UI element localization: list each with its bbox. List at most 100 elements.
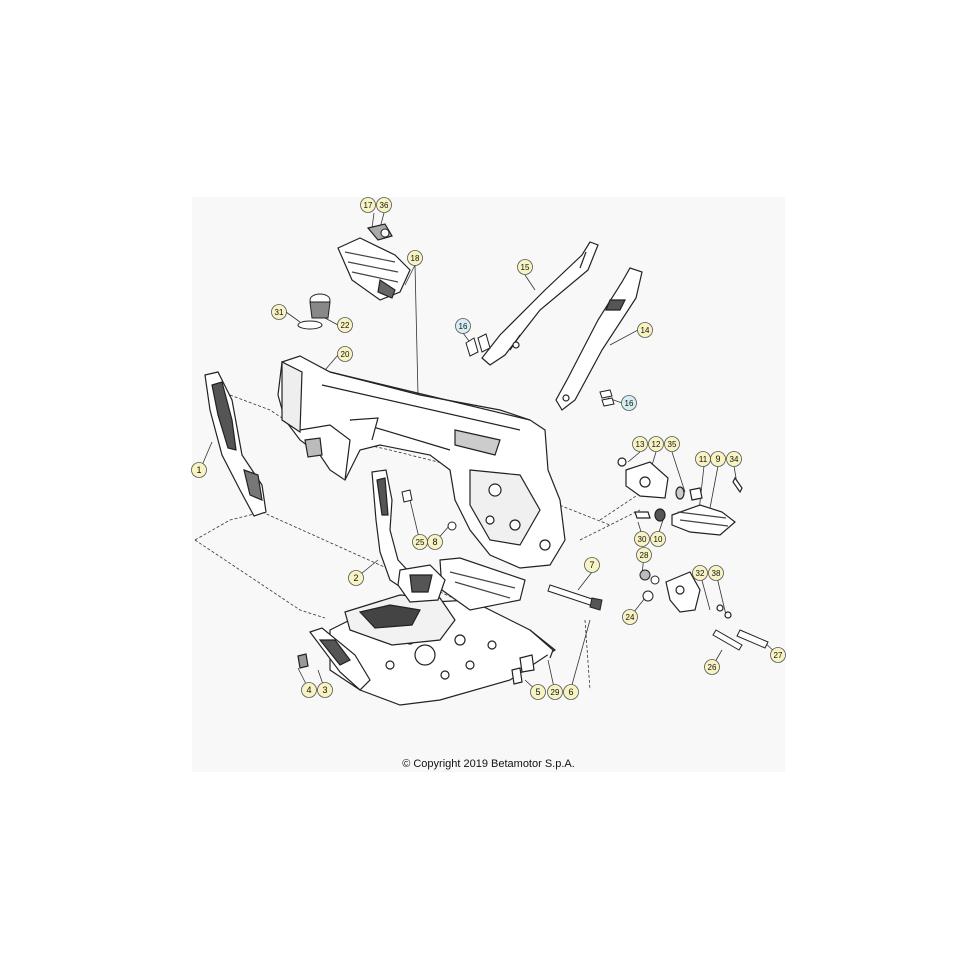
- callout-35: 35: [664, 436, 680, 452]
- subframe-rail-15: [481, 241, 599, 366]
- callout-circle: [621, 395, 637, 411]
- callout-1: 1: [191, 462, 207, 478]
- footpeg-left: [337, 223, 411, 301]
- callout-circle: [337, 317, 353, 333]
- callout-circle: [407, 250, 423, 266]
- callout-number: 28: [640, 551, 649, 560]
- callout-27: 27: [770, 647, 786, 663]
- callout-circle: [517, 259, 533, 275]
- callout-number: 31: [275, 308, 284, 317]
- callout-13: 13: [632, 436, 648, 452]
- subframe-rail-14: [555, 267, 643, 411]
- callout-number: 22: [341, 321, 350, 330]
- callout-7: 7: [584, 557, 600, 573]
- callout-20: 20: [337, 346, 353, 362]
- callout-number: 6: [568, 687, 573, 697]
- callout-number: 11: [699, 455, 708, 464]
- copyright-text: © Copyright 2019 Betamotor S.p.A.: [402, 758, 575, 770]
- callout-circle: [632, 436, 648, 452]
- long-bolts: [547, 569, 769, 651]
- callout-number: 8: [432, 537, 437, 547]
- callout-circle: [726, 451, 742, 467]
- callout-2: 2: [348, 570, 364, 586]
- callout-number: 12: [652, 440, 661, 449]
- callout-circle: [648, 436, 664, 452]
- callout-number: 34: [730, 455, 739, 464]
- callout-circle: [317, 682, 333, 698]
- callout-29: 29: [547, 684, 563, 700]
- callout-number: 18: [411, 254, 420, 263]
- callout-circle: [455, 318, 471, 334]
- callout-36: 36: [376, 197, 392, 213]
- callout-circle: [622, 609, 638, 625]
- callout-38: 38: [708, 565, 724, 581]
- skid-plate: [297, 557, 557, 706]
- callout-34: 34: [726, 451, 742, 467]
- callout-31: 31: [271, 304, 287, 320]
- callout-circle: [708, 565, 724, 581]
- callout-number: 16: [459, 322, 468, 331]
- callout-26: 26: [704, 659, 720, 675]
- callout-30: 30: [634, 531, 650, 547]
- callout-number: 17: [364, 201, 373, 210]
- callout-4: 4: [301, 682, 317, 698]
- callout-circle: [710, 451, 726, 467]
- callout-18: 18: [407, 250, 423, 266]
- callout-number: 4: [306, 685, 311, 695]
- callout-circle: [636, 547, 652, 563]
- callout-circle: [348, 570, 364, 586]
- callout-number: 26: [708, 663, 717, 672]
- callout-17: 17: [360, 197, 376, 213]
- callout-number: 24: [626, 613, 635, 622]
- callout-16: 16: [621, 395, 637, 411]
- callout-circle: [427, 534, 443, 550]
- callout-28: 28: [636, 547, 652, 563]
- callout-circle: [271, 304, 287, 320]
- callout-15: 15: [517, 259, 533, 275]
- callout-16: 16: [455, 318, 471, 334]
- callout-11: 11: [695, 451, 711, 467]
- callout-number: 20: [341, 350, 350, 359]
- callout-number: 3: [322, 685, 327, 695]
- callout-circle: [704, 659, 720, 675]
- callout-circle: [301, 682, 317, 698]
- callout-number: 25: [416, 538, 425, 547]
- callout-number: 36: [380, 201, 389, 210]
- callout-number: 9: [715, 454, 720, 464]
- callout-9: 9: [710, 451, 726, 467]
- callout-circle: [634, 531, 650, 547]
- callout-12: 12: [648, 436, 664, 452]
- main-frame: [277, 355, 566, 569]
- callout-circle: [191, 462, 207, 478]
- callout-circle: [530, 684, 546, 700]
- footpeg-bracket: [665, 571, 732, 619]
- callout-number: 13: [636, 440, 645, 449]
- callout-number: 29: [551, 688, 560, 697]
- callout-circle: [664, 436, 680, 452]
- callout-circle: [584, 557, 600, 573]
- callout-circle: [692, 565, 708, 581]
- callout-number: 1: [196, 465, 201, 475]
- callout-5: 5: [530, 684, 546, 700]
- callout-circle: [337, 346, 353, 362]
- callout-10: 10: [650, 531, 666, 547]
- callout-number: 2: [353, 573, 358, 583]
- callout-number: 14: [641, 326, 650, 335]
- callout-6: 6: [563, 684, 579, 700]
- callout-number: 10: [654, 535, 663, 544]
- frame-guard-left: [204, 371, 267, 517]
- callout-number: 7: [589, 560, 594, 570]
- callout-number: 38: [712, 569, 721, 578]
- callout-circle: [360, 197, 376, 213]
- callout-14: 14: [637, 322, 653, 338]
- callout-22: 22: [337, 317, 353, 333]
- callout-number: 30: [638, 535, 647, 544]
- callout-number: 32: [696, 569, 705, 578]
- callout-3: 3: [317, 682, 333, 698]
- callout-32: 32: [692, 565, 708, 581]
- callout-number: 27: [774, 651, 783, 660]
- footpeg-right: [617, 457, 743, 536]
- callout-number: 15: [521, 263, 530, 272]
